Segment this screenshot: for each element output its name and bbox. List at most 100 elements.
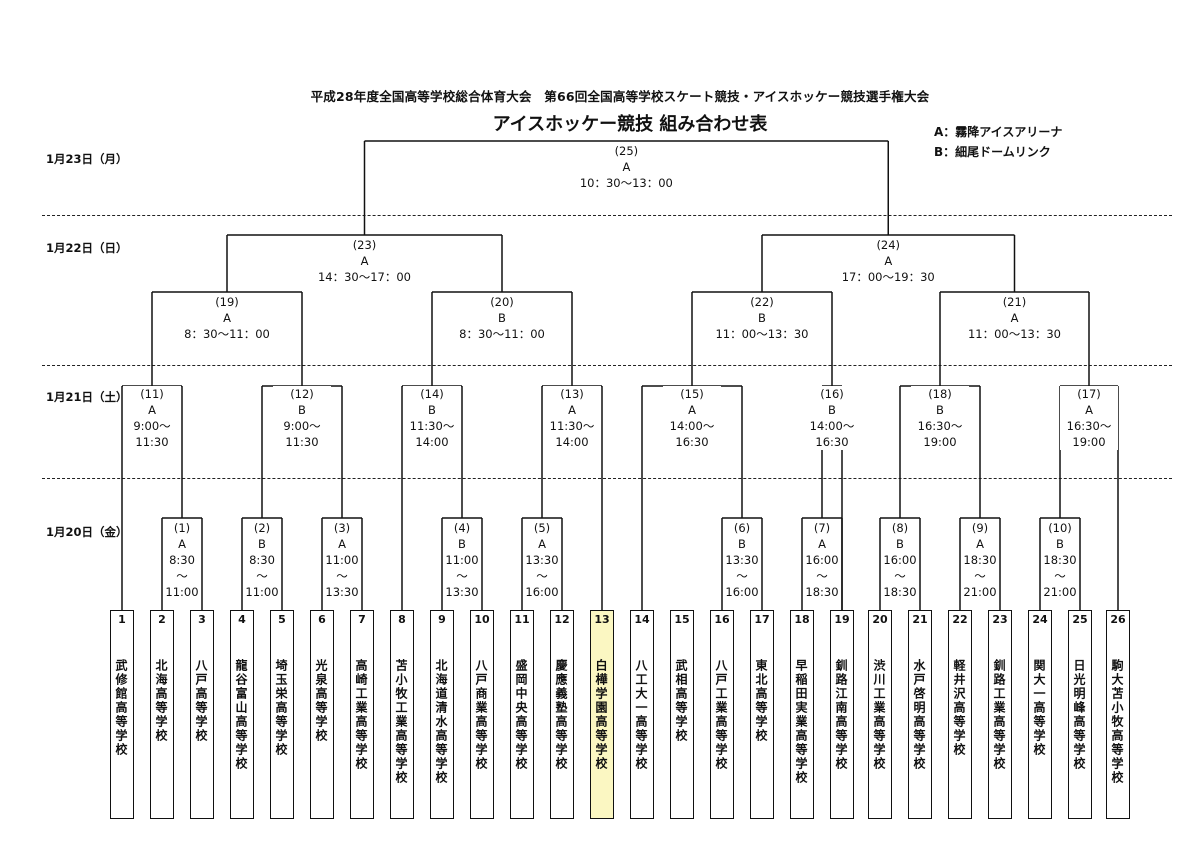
match-venue: B [758, 311, 766, 325]
match-time: 14:00 [555, 435, 589, 449]
match-time: 16:30～ [917, 419, 963, 433]
team-box: 11 盛岡中央高等学校 [510, 610, 534, 819]
team-name: 盛岡中央高等学校 [514, 659, 528, 771]
match-number: (13) [560, 387, 584, 401]
match-venue: B [428, 403, 436, 417]
match-time: ～ [456, 569, 468, 583]
match-time: 11:30 [285, 435, 319, 449]
match-venue: B [896, 537, 904, 551]
match-time: ～ [1054, 569, 1066, 583]
match-venue: A [688, 403, 696, 417]
match-time: 16:30～ [1066, 419, 1112, 433]
date-jan22: 1月22日（日） [46, 241, 128, 255]
team-name: 釧路工業高等学校 [992, 659, 1006, 771]
match-time: 11：00～13：30 [715, 327, 809, 341]
match-time: 8：30～11：00 [459, 327, 545, 341]
match-time: 13:30 [325, 585, 359, 599]
match-time: 11:00 [245, 585, 279, 599]
match-time: ～ [536, 569, 548, 583]
match-time: ～ [816, 569, 828, 583]
match-number: (4) [453, 521, 471, 535]
team-number: 22 [952, 613, 968, 626]
match-time: 21:00 [963, 585, 997, 599]
match-number: (6) [733, 521, 751, 535]
team-number: 17 [754, 613, 770, 626]
date-jan20: 1月20日（金） [46, 525, 128, 539]
match-venue: A [223, 311, 231, 325]
team-name: 早稲田実業高等学校 [794, 659, 808, 785]
match-venue: B [1056, 537, 1064, 551]
match-venue: A [976, 537, 984, 551]
team-number: 9 [438, 613, 446, 626]
match-number: (10) [1048, 521, 1072, 535]
match-time: 17：00～19：30 [841, 270, 935, 284]
match-time: 16:00 [725, 585, 759, 599]
match-time: 8：30～11：00 [184, 327, 270, 341]
match-venue: B [458, 537, 466, 551]
match-time: 14：30～17：00 [317, 270, 412, 284]
match-number: (3) [333, 521, 351, 535]
day-divider-20-21 [42, 478, 1172, 479]
match-time: 11:00 [325, 553, 359, 567]
day-divider-22-23 [42, 215, 1172, 216]
match-number: (1) [173, 521, 191, 535]
match-time: 14:00～ [809, 419, 855, 433]
team-name: 北海道清水高等学校 [434, 659, 448, 785]
match-number: (19) [215, 295, 239, 309]
team-name: 八戸商業高等学校 [474, 659, 488, 771]
match-number: (23) [352, 238, 377, 252]
team-number: 12 [554, 613, 570, 626]
team-number: 13 [594, 613, 610, 626]
tournament-header: 平成28年度全国高等学校総合体育大会 第66回全国高等学校スケート競技・アイスホ… [310, 89, 930, 104]
team-name: 釧路江南高等学校 [834, 659, 848, 771]
legend-venue-a: A：霧降アイスアリーナ [934, 125, 1063, 139]
team-number: 1 [118, 613, 126, 626]
match-time: 16:00 [525, 585, 559, 599]
match-number: (7) [813, 521, 831, 535]
match-time: 9:00～ [283, 419, 321, 433]
match-time: 16:30 [675, 435, 709, 449]
team-name: 渋川工業高等学校 [872, 659, 886, 771]
page-title: アイスホッケー競技 組み合わせ表 [492, 114, 768, 135]
match-number: (12) [290, 387, 314, 401]
match-time: 10：30～13：00 [579, 176, 673, 190]
team-number: 21 [912, 613, 928, 626]
team-box: 10 八戸商業高等学校 [470, 610, 494, 819]
match-time: 16:00 [883, 553, 917, 567]
team-box: 9 北海道清水高等学校 [430, 610, 454, 819]
match-venue: B [498, 311, 506, 325]
team-name: 苫小牧工業高等学校 [394, 659, 408, 785]
match-time: 19:00 [923, 435, 957, 449]
match-time: 18:30 [805, 585, 839, 599]
match-time: ～ [256, 569, 268, 583]
match-venue: A [884, 254, 893, 268]
team-number: 10 [474, 613, 490, 626]
team-name: 日光明峰高等学校 [1072, 659, 1086, 771]
match-time: 11:30 [135, 435, 169, 449]
match-venue: A [148, 403, 156, 417]
match-number: (25) [614, 144, 639, 158]
team-number: 3 [198, 613, 206, 626]
team-number: 15 [674, 613, 690, 626]
team-number: 11 [514, 613, 530, 626]
match-label: (19) A 8：30～11：00 [167, 294, 287, 342]
match-time: 8:30 [249, 553, 275, 567]
match-time: 11：00～13：30 [967, 327, 1062, 341]
